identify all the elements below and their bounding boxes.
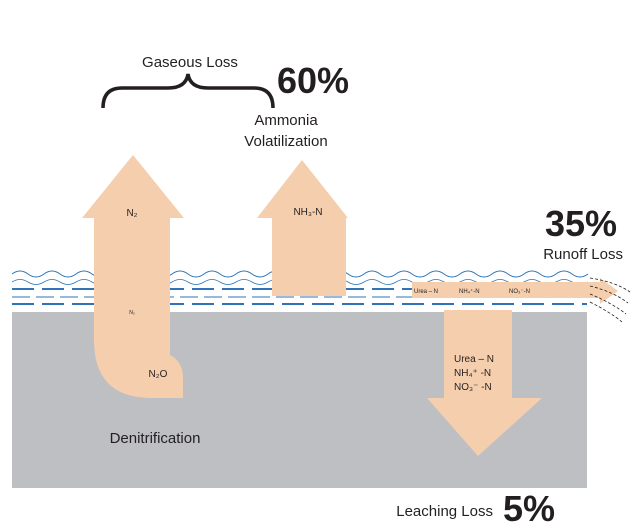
runoff-motion-line-2 — [589, 285, 629, 304]
runoff-motion-line-4 — [589, 301, 623, 323]
gaseous-percent: 60% — [277, 60, 349, 101]
n2-arrow — [82, 155, 184, 398]
ammonia-label-line2: Volatilization — [244, 133, 327, 150]
leaching-arrow — [427, 310, 542, 456]
n2-small-label: N₂ — [129, 310, 135, 316]
runoff-species-no3: NO₃⁻-N — [509, 289, 530, 295]
nh3-arrow — [257, 160, 348, 296]
n2o-bend — [94, 330, 183, 398]
gaseous-brace — [101, 73, 275, 109]
runoff-percent: 35% — [545, 203, 617, 244]
leaching-species-no3: NO₃⁻ -N — [454, 382, 492, 393]
runoff-species-urea: Urea – N — [414, 289, 438, 295]
runoff-label: Runoff Loss — [543, 246, 623, 263]
leaching-species-nh4: NH₄⁺ -N — [454, 368, 491, 379]
leaching-species-urea: Urea – N — [454, 354, 494, 365]
leaching-loss-label: Leaching Loss — [396, 503, 493, 520]
leaching-percent: 5% — [503, 488, 555, 525]
runoff-species-nh4: NH₄⁺-N — [459, 288, 480, 295]
runoff-motion-line-3 — [589, 293, 627, 315]
nh3-arrow-label: NH₃-N — [293, 207, 322, 218]
n2-arrow-label: N₂ — [126, 208, 137, 219]
ammonia-label-line1: Ammonia — [254, 112, 318, 129]
denitrification-label: Denitrification — [110, 430, 201, 447]
runoff-arrow — [412, 277, 631, 323]
gaseous-loss-label: Gaseous Loss — [142, 54, 238, 71]
n2o-label: N₂O — [149, 369, 168, 380]
